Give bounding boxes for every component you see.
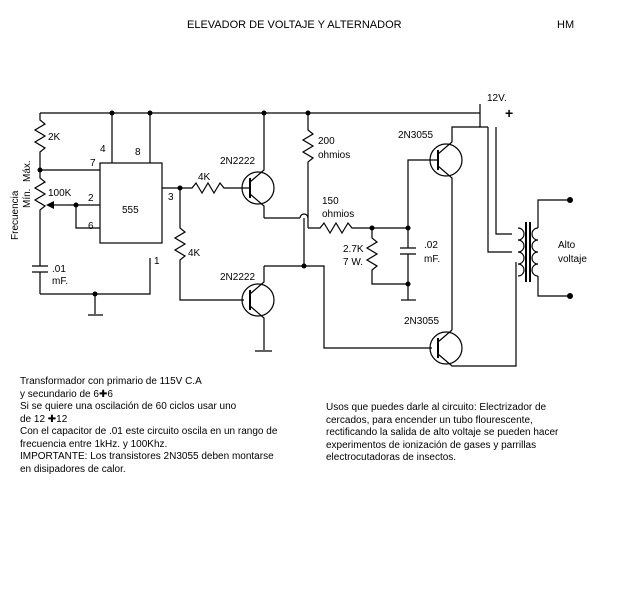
max-label: Máx. [22,160,33,182]
junction-pin8 [147,110,153,116]
note-right-line: experimentos de ionización de gases y pa… [326,439,537,451]
junction-pin7 [37,167,43,173]
junction-ground-3 [405,281,411,287]
resistor-150 [308,221,408,235]
cap-timing-unit: mF. [52,276,68,287]
diagram-title: ELEVADOR DE VOLTAJE Y ALTERNADOR [187,19,402,31]
pin-1: 1 [154,256,160,267]
pin-6: 6 [88,221,94,232]
note-left-line: Con el capacitor de .01 este circuito os… [20,426,278,437]
frequency-label: Frecuencia [10,190,21,240]
c02-unit: mF. [424,254,440,265]
output-label-1: Alto [558,240,576,251]
capacitor-02 [400,228,416,300]
output-terminal-1 [567,197,573,203]
output-wires [537,199,570,297]
ground-symbol-1 [88,294,103,316]
transistor-q2 [241,283,275,317]
notes-left: Transformador con primario de 115V C.A y… [20,376,277,476]
cap-timing-value: .01 [52,264,66,275]
q3-leads [432,126,480,330]
note-right-line: cercados, para encender un tubo flouresc… [326,414,533,426]
resistor-2k [33,113,47,170]
r150-value: 150 [322,196,339,207]
notes-right: Usos que puedes darle al circuito: Elect… [326,402,558,465]
transistor-q3 [429,143,463,177]
note-left-line: Transformador con primario de 115V C.A [20,376,202,387]
note-right-line: Usos que puedes darle al circuito: Elect… [326,402,547,413]
note-left-line: en disipadores de calor. [20,463,126,475]
transformer-secondary [531,227,539,277]
r-base1-label: 4K [198,172,211,183]
resistor-base-q2 [173,188,244,301]
q2-leads [249,266,265,350]
transformer-primary-wires [487,127,512,253]
supply-rail [40,104,488,128]
resistor-2k-label: 2K [48,132,61,143]
q1-label: 2N2222 [220,156,255,167]
pin-3: 3 [168,192,174,203]
pin-7: 7 [90,158,96,169]
author-initials: HM [557,19,574,31]
q1-leads [244,113,265,218]
note-left-line: IMPORTANTE: Los transistores 2N3055 debe… [20,451,274,462]
ic-label: 555 [122,205,139,216]
potentiometer [33,170,47,230]
r200-unit: ohmios [318,150,350,161]
junction-pin4 [109,110,115,116]
wire-crossover [299,213,309,228]
capacitor-timing [32,230,48,294]
resistor-2-7k [365,228,408,285]
note-right-line: rectificando la salida de alto voltaje s… [326,427,559,438]
resistor-base-q1 [180,181,244,195]
note-left-line: frecuencia entre 1kHz. y 100Khz. [20,438,168,450]
note-right-line: electrocutadoras de insectos. [326,452,457,463]
pot-label: 100K [48,188,72,199]
pin-2: 2 [88,193,94,204]
supply-label: 12V. [487,93,507,104]
transformer-core [525,222,531,282]
pin2-6-wire [68,204,100,229]
q4-leads [437,262,517,367]
pins-4-8 [111,113,151,163]
note-left-line: Si se quiere una oscilación de 60 ciclos… [20,401,237,412]
junction-q1-collector [261,110,267,116]
q3-base-wire [407,159,432,228]
q4-base-wire [304,265,432,349]
note-left-line: de 12 ✚12 [20,413,68,425]
min-label: Mín. [22,189,33,208]
r27-power: 7 W. [343,257,363,268]
q2-label: 2N2222 [220,272,255,283]
transistor-q4 [429,331,463,365]
r27-value: 2.7K [343,244,364,255]
pin-8: 8 [135,147,141,158]
pot-wiper-arrow [46,201,54,209]
output-label-2: voltaje [558,254,587,265]
r-base2-label: 4K [188,248,201,259]
output-terminal-2 [567,293,573,299]
resistor-200 [301,113,315,228]
supply-plus: + [505,105,513,121]
q3-label: 2N3055 [398,130,433,141]
r150-unit: ohmios [322,209,354,220]
junction-ground [92,291,98,297]
junction-r200 [305,110,311,116]
ground-rail [40,258,151,295]
note-left-line: y secundario de 6✚6 [20,388,113,400]
junction-pin2 [73,202,79,208]
transformer-primary [517,227,525,277]
q1-emitter-node [264,217,305,267]
ic-555 [99,162,163,244]
c02-value: .02 [424,240,438,251]
r200-value: 200 [318,136,335,147]
transistor-q1 [241,171,275,205]
q4-label: 2N3055 [404,316,439,327]
pin-4: 4 [100,144,106,155]
